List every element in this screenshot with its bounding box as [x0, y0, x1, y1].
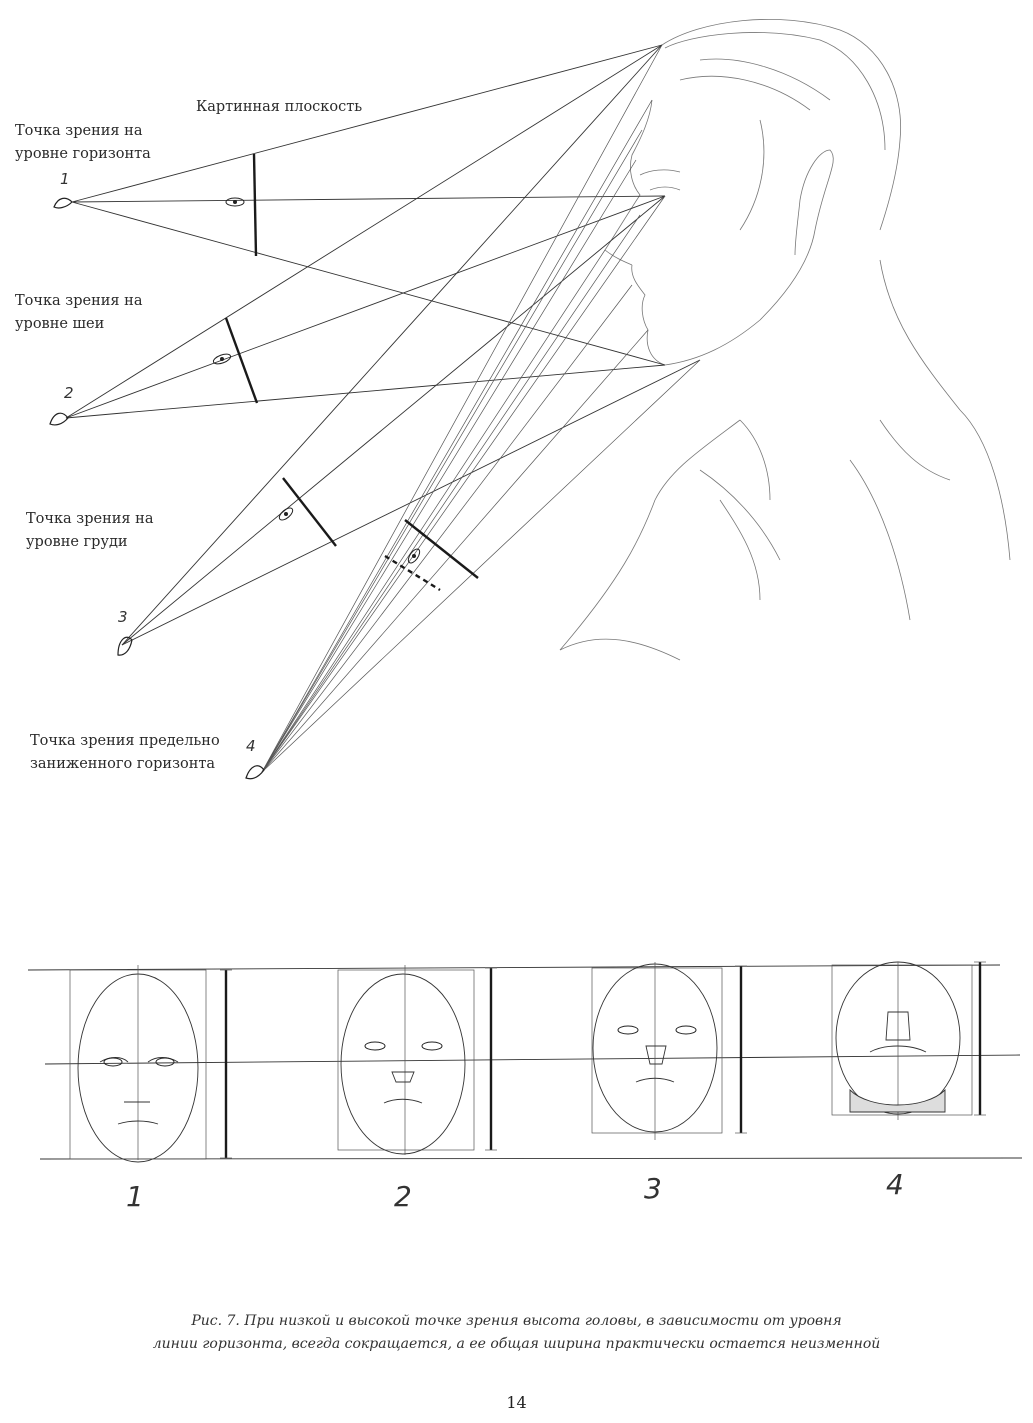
viewpoint-1-label-line1: Точка зрения на: [15, 123, 143, 139]
viewpoint-1-number: 1: [60, 170, 70, 188]
viewpoint-4-number: 4: [246, 737, 256, 755]
viewpoint-2-number: 2: [64, 384, 74, 402]
front-head-3: [591, 962, 747, 1140]
figure-caption-line2: линии горизонта, всегда сокращается, а е…: [152, 1336, 881, 1352]
viewpoint-1-label-line2: уровне горизонта: [15, 146, 151, 162]
picture-plane-label: Картинная плоскость: [196, 99, 363, 115]
front-head-2: [337, 965, 497, 1155]
profile-head-sketch: [559, 18, 1011, 661]
figure-caption-line1: Рис. 7. При низкой и высокой точке зрени…: [191, 1313, 842, 1329]
viewpoint-2-label-line2: уровне шеи: [15, 316, 105, 332]
page-number: 14: [506, 1393, 527, 1412]
picture-planes: [224, 153, 479, 592]
front-head-4-number: 4: [886, 1168, 904, 1201]
viewpoint-3-label-line2: уровне груди: [26, 534, 128, 550]
plane-eye-icons: [212, 197, 421, 564]
front-head-1: [69, 965, 232, 1163]
front-head-4: [831, 961, 986, 1120]
viewpoint-2-label-line1: Точка зрения на: [15, 293, 143, 309]
viewpoint-3-number: 3: [118, 608, 128, 626]
sight-lines: [65, 44, 701, 773]
viewer-eye-icons: [49, 197, 265, 780]
viewpoint-3-label-line1: Точка зрения на: [26, 511, 154, 527]
viewpoint-4-label-line2: заниженного горизонта: [30, 756, 216, 772]
viewpoint-4-label-line1: Точка зрения предельно: [30, 733, 220, 749]
front-head-2-number: 2: [394, 1180, 412, 1213]
front-head-1-number: 1: [126, 1180, 144, 1213]
horizon-guide-lines: [27, 964, 1023, 1160]
perspective-diagram: [49, 18, 1011, 780]
front-head-3-number: 3: [644, 1172, 662, 1205]
